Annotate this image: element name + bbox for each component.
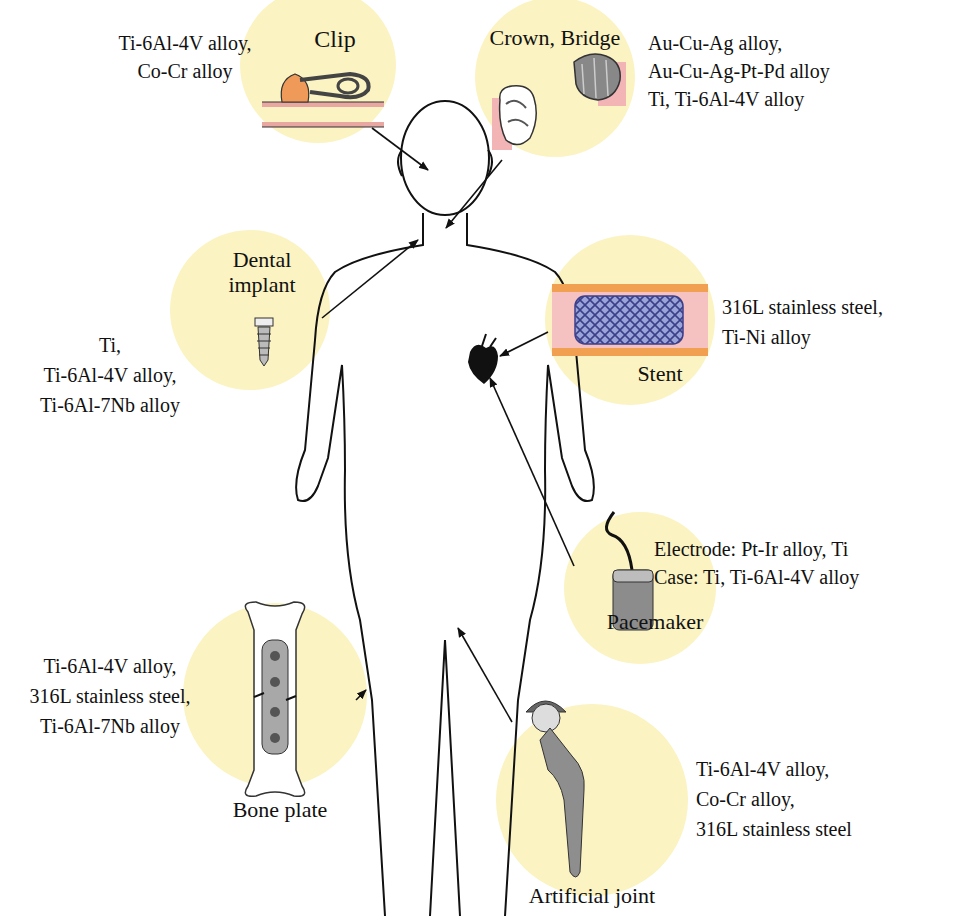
heart [468,345,498,384]
material-text: Ti-6Al-4V alloy, [118,32,251,54]
material-text: Ti-6Al-4V alloy, [43,364,176,386]
device-label: Pacemaker [607,610,704,635]
device-label: Clip [314,26,355,53]
device-label: Ti, Ti-6Al-4V alloy [648,88,804,110]
device-label: Electrode: Pt-Ir alloy, Ti [654,538,848,560]
device-label: Ti-6Al-4V alloy, [43,655,176,677]
material-text: 316L stainless steel [696,818,852,840]
leader-arrow [322,128,574,722]
hip-joint-drawing [526,701,584,877]
body-outline [296,101,594,916]
clip-drawing [262,74,384,127]
device-label: 316L stainless steel, [722,296,883,318]
device-label: Ti-6Al-7Nb alloy [40,394,180,416]
material-text: Ti-Ni alloy [722,326,811,348]
device-label: Stent [637,362,682,387]
device-label: Artificial joint [529,884,655,909]
heart-vessels [482,334,496,347]
device-label: Dental implant [210,248,314,297]
device-circle: Dental implantTi,Ti-6Al-4V alloy,Ti-6Al-… [170,230,330,390]
material-text: Ti-6Al-7Nb alloy [40,715,180,737]
material-text: Co-Cr alloy, [696,788,795,810]
material-text: Ti, [99,334,121,356]
device-label: Ti-6Al-4V alloy, [696,758,829,780]
material-text: Au-Cu-Ag-Pt-Pd alloy [648,60,830,82]
material-text: Case: Ti, Ti-6Al-4V alloy [654,566,859,588]
device-circle: Ti-6Al-4V alloy,316L stainless steel,Ti-… [183,603,367,787]
device-circle: ClipTi-6Al-4V alloy,Co-Cr alloy [240,0,396,144]
device-label: Co-Cr alloy [138,60,233,82]
device-label: Crown, Bridge [490,26,621,51]
material-text: Au-Cu-Ag alloy, [648,32,782,54]
implant-drawing [255,318,273,366]
crown-bridge-drawing [492,54,626,150]
device-label: Bone plate [233,798,328,823]
device-circle: Crown, BridgeAu-Cu-Ag alloy,Au-Cu-Ag-Pt-… [475,0,635,157]
device-circle: 316L stainless steel,Ti-Ni alloyStent [545,235,715,405]
device-circle-ground [170,0,716,896]
material-text: 316L stainless steel, [30,685,191,707]
stent-drawing [552,284,708,356]
bone-plate-drawing [245,602,304,796]
device-circle: Ti-6Al-4V alloy,Co-Cr alloy,316L stainle… [496,704,688,896]
device-circle: Electrode: Pt-Ir alloy, TiCase: Ti, Ti-6… [564,512,716,664]
